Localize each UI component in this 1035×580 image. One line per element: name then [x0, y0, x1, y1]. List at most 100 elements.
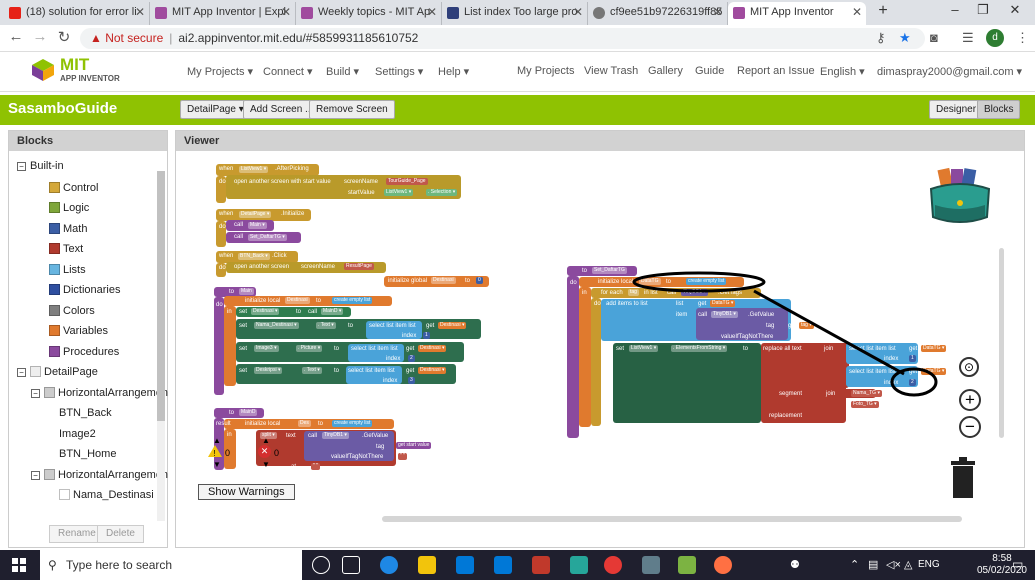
close-icon[interactable]: ✕: [134, 5, 145, 19]
component-dropdown[interactable]: Deskripsi ▾: [254, 367, 283, 374]
minimize-button[interactable]: –: [951, 2, 959, 17]
variable-dropdown[interactable]: Destinasi ▾: [438, 322, 467, 329]
number-slot[interactable]: 1: [909, 355, 916, 362]
new-tab-button[interactable]: +: [878, 2, 888, 19]
set-listview-elements-block[interactable]: [613, 343, 761, 423]
create-empty-list-slot[interactable]: create empty list: [332, 297, 373, 304]
blocks-button[interactable]: Blocks: [977, 100, 1021, 119]
drawer-control[interactable]: Control: [49, 182, 98, 194]
tinydb-getvalue-block[interactable]: [696, 308, 788, 340]
join-block[interactable]: [814, 343, 849, 388]
text-string-slot[interactable]: " ": [398, 453, 407, 460]
drawer-colors[interactable]: Colors: [49, 305, 95, 317]
property-dropdown[interactable]: . Selection ▾: [426, 189, 458, 196]
component-dropdown[interactable]: ListView1 ▾: [384, 189, 414, 196]
component-dropdown[interactable]: ListView1 ▾: [629, 345, 659, 352]
url-bar[interactable]: ▲ Not secure|ai2.appinventor.mit.edu/#58…: [80, 28, 925, 49]
variable-name-field[interactable]: DataTG: [639, 278, 661, 285]
procedure-main-block[interactable]: [214, 287, 256, 297]
collapse-icon[interactable]: −: [31, 389, 40, 398]
menu-help[interactable]: Help ▾: [438, 66, 470, 78]
call-main-block[interactable]: [226, 220, 274, 231]
zoom-in-icon[interactable]: +: [959, 389, 981, 411]
initialize-local-block[interactable]: [224, 419, 394, 429]
menu-connect[interactable]: Connect ▾: [263, 66, 313, 78]
component-dropdown[interactable]: DetailPage ▾: [239, 211, 272, 218]
procedure-name-field[interactable]: MainD: [239, 409, 258, 416]
warning-triangle-icon[interactable]: !: [208, 445, 222, 458]
link-guide[interactable]: Guide: [695, 65, 725, 77]
procedure-dropdown[interactable]: Set_DaftarTG ▾: [248, 234, 287, 241]
close-icon[interactable]: ✕: [572, 5, 583, 19]
recenter-icon[interactable]: ⊙: [959, 357, 979, 377]
collapse-icon[interactable]: −: [17, 162, 26, 171]
select-list-item-block[interactable]: [846, 343, 918, 364]
trash-icon[interactable]: [949, 457, 977, 499]
chrome-icon[interactable]: [604, 556, 622, 574]
link-gallery[interactable]: Gallery: [648, 65, 683, 77]
people-icon[interactable]: ⚉: [790, 559, 800, 571]
mail-icon[interactable]: [494, 556, 512, 574]
number-slot[interactable]: 2: [408, 355, 415, 362]
designer-button[interactable]: Designer: [929, 100, 984, 119]
account-dropdown[interactable]: dimaspray2000@gmail.com ▾: [877, 66, 1023, 78]
profile-avatar[interactable]: d: [986, 29, 1004, 47]
variable-name-field[interactable]: Destinasi: [285, 297, 310, 304]
star-icon[interactable]: ★: [899, 30, 911, 45]
variable-dropdown[interactable]: Destinasi ▾: [418, 345, 447, 352]
component-dropdown[interactable]: Nama_Destinasi ▾: [254, 322, 299, 329]
procedure-dropdown[interactable]: MainD ▾: [321, 308, 344, 315]
browser-tab-1[interactable]: (18) solution for error li✕: [4, 2, 150, 25]
drawer-lists[interactable]: Lists: [49, 264, 86, 276]
tree-nama-destinasi[interactable]: Nama_Destinasi: [59, 489, 154, 501]
language-dropdown[interactable]: English ▾: [820, 66, 865, 78]
text-string-slot[interactable]: Foto_TG ▾: [851, 401, 879, 408]
variable-dropdown[interactable]: DataTG ▾: [710, 300, 736, 307]
store-icon[interactable]: [456, 556, 474, 574]
tree-btn-back[interactable]: BTN_Back: [59, 407, 112, 419]
error-up-arrow-icon[interactable]: ▲: [262, 436, 270, 445]
procedure-dropdown[interactable]: Main ▾: [248, 222, 267, 229]
drawer-logic[interactable]: Logic: [49, 202, 89, 214]
number-slot[interactable]: 1: [423, 332, 430, 339]
variable-dropdown[interactable]: Destinasi ▾: [418, 367, 447, 374]
variable-dropdown[interactable]: DataTG ▾: [921, 345, 947, 352]
menu-my-projects[interactable]: My Projects ▾: [187, 66, 254, 78]
camera-icon[interactable]: ◙: [930, 30, 938, 45]
app-icon[interactable]: [532, 556, 550, 574]
component-dropdown[interactable]: ListView1 ▾: [239, 166, 269, 173]
viewer-horizontal-scrollbar[interactable]: [382, 516, 962, 522]
property-dropdown[interactable]: . Text ▾: [302, 367, 322, 374]
text-string-slot[interactable]: Nama_TG ▾: [851, 390, 882, 397]
event-block-listview-afterpicking[interactable]: [216, 164, 319, 176]
for-each-block[interactable]: [591, 288, 761, 298]
backpack-icon[interactable]: [925, 167, 995, 229]
call-set-daftartg-block[interactable]: [226, 232, 301, 243]
menu-build[interactable]: Build ▾: [326, 66, 360, 78]
collapse-icon[interactable]: −: [17, 368, 26, 377]
property-dropdown[interactable]: . Text ▾: [316, 322, 336, 329]
collapse-icon[interactable]: −: [31, 471, 40, 480]
warning-down-arrow-icon[interactable]: ▼: [213, 460, 221, 469]
component-dropdown[interactable]: BTN_Back ▾: [238, 253, 270, 260]
tree-builtin[interactable]: −Built-in: [17, 160, 64, 172]
add-screen-button[interactable]: Add Screen ...: [243, 100, 321, 119]
volume-icon[interactable]: ◁×: [886, 559, 901, 571]
variable-name-field[interactable]: Des: [298, 420, 311, 427]
text-string-slot[interactable]: TourGuide_Page: [386, 178, 428, 185]
procedure-name-field[interactable]: Main: [239, 288, 254, 295]
variable-dropdown[interactable]: tag ▾: [799, 322, 814, 329]
variable-name-field[interactable]: Destinasi: [431, 277, 456, 284]
taskbar-search-input[interactable]: ⚲Type here to search: [40, 550, 302, 580]
menu-settings[interactable]: Settings ▾: [375, 66, 424, 78]
property-dropdown[interactable]: . Picture ▾: [296, 345, 323, 352]
number-slot[interactable]: 2: [909, 379, 916, 386]
tinydb-getvalue-block[interactable]: [304, 431, 394, 461]
tree-btn-home[interactable]: BTN_Home: [59, 448, 117, 460]
drawer-math[interactable]: Math: [49, 223, 87, 235]
segment-join-block[interactable]: [816, 389, 876, 398]
variable-dropdown[interactable]: DataTG ▾: [921, 368, 947, 375]
event-block-detailpage-initialize[interactable]: [216, 209, 311, 221]
more-icon[interactable]: ⋮: [1016, 30, 1029, 45]
blocks-viewer[interactable]: Viewer when ListView1 ▾ .AfterPicking do…: [175, 130, 1025, 548]
